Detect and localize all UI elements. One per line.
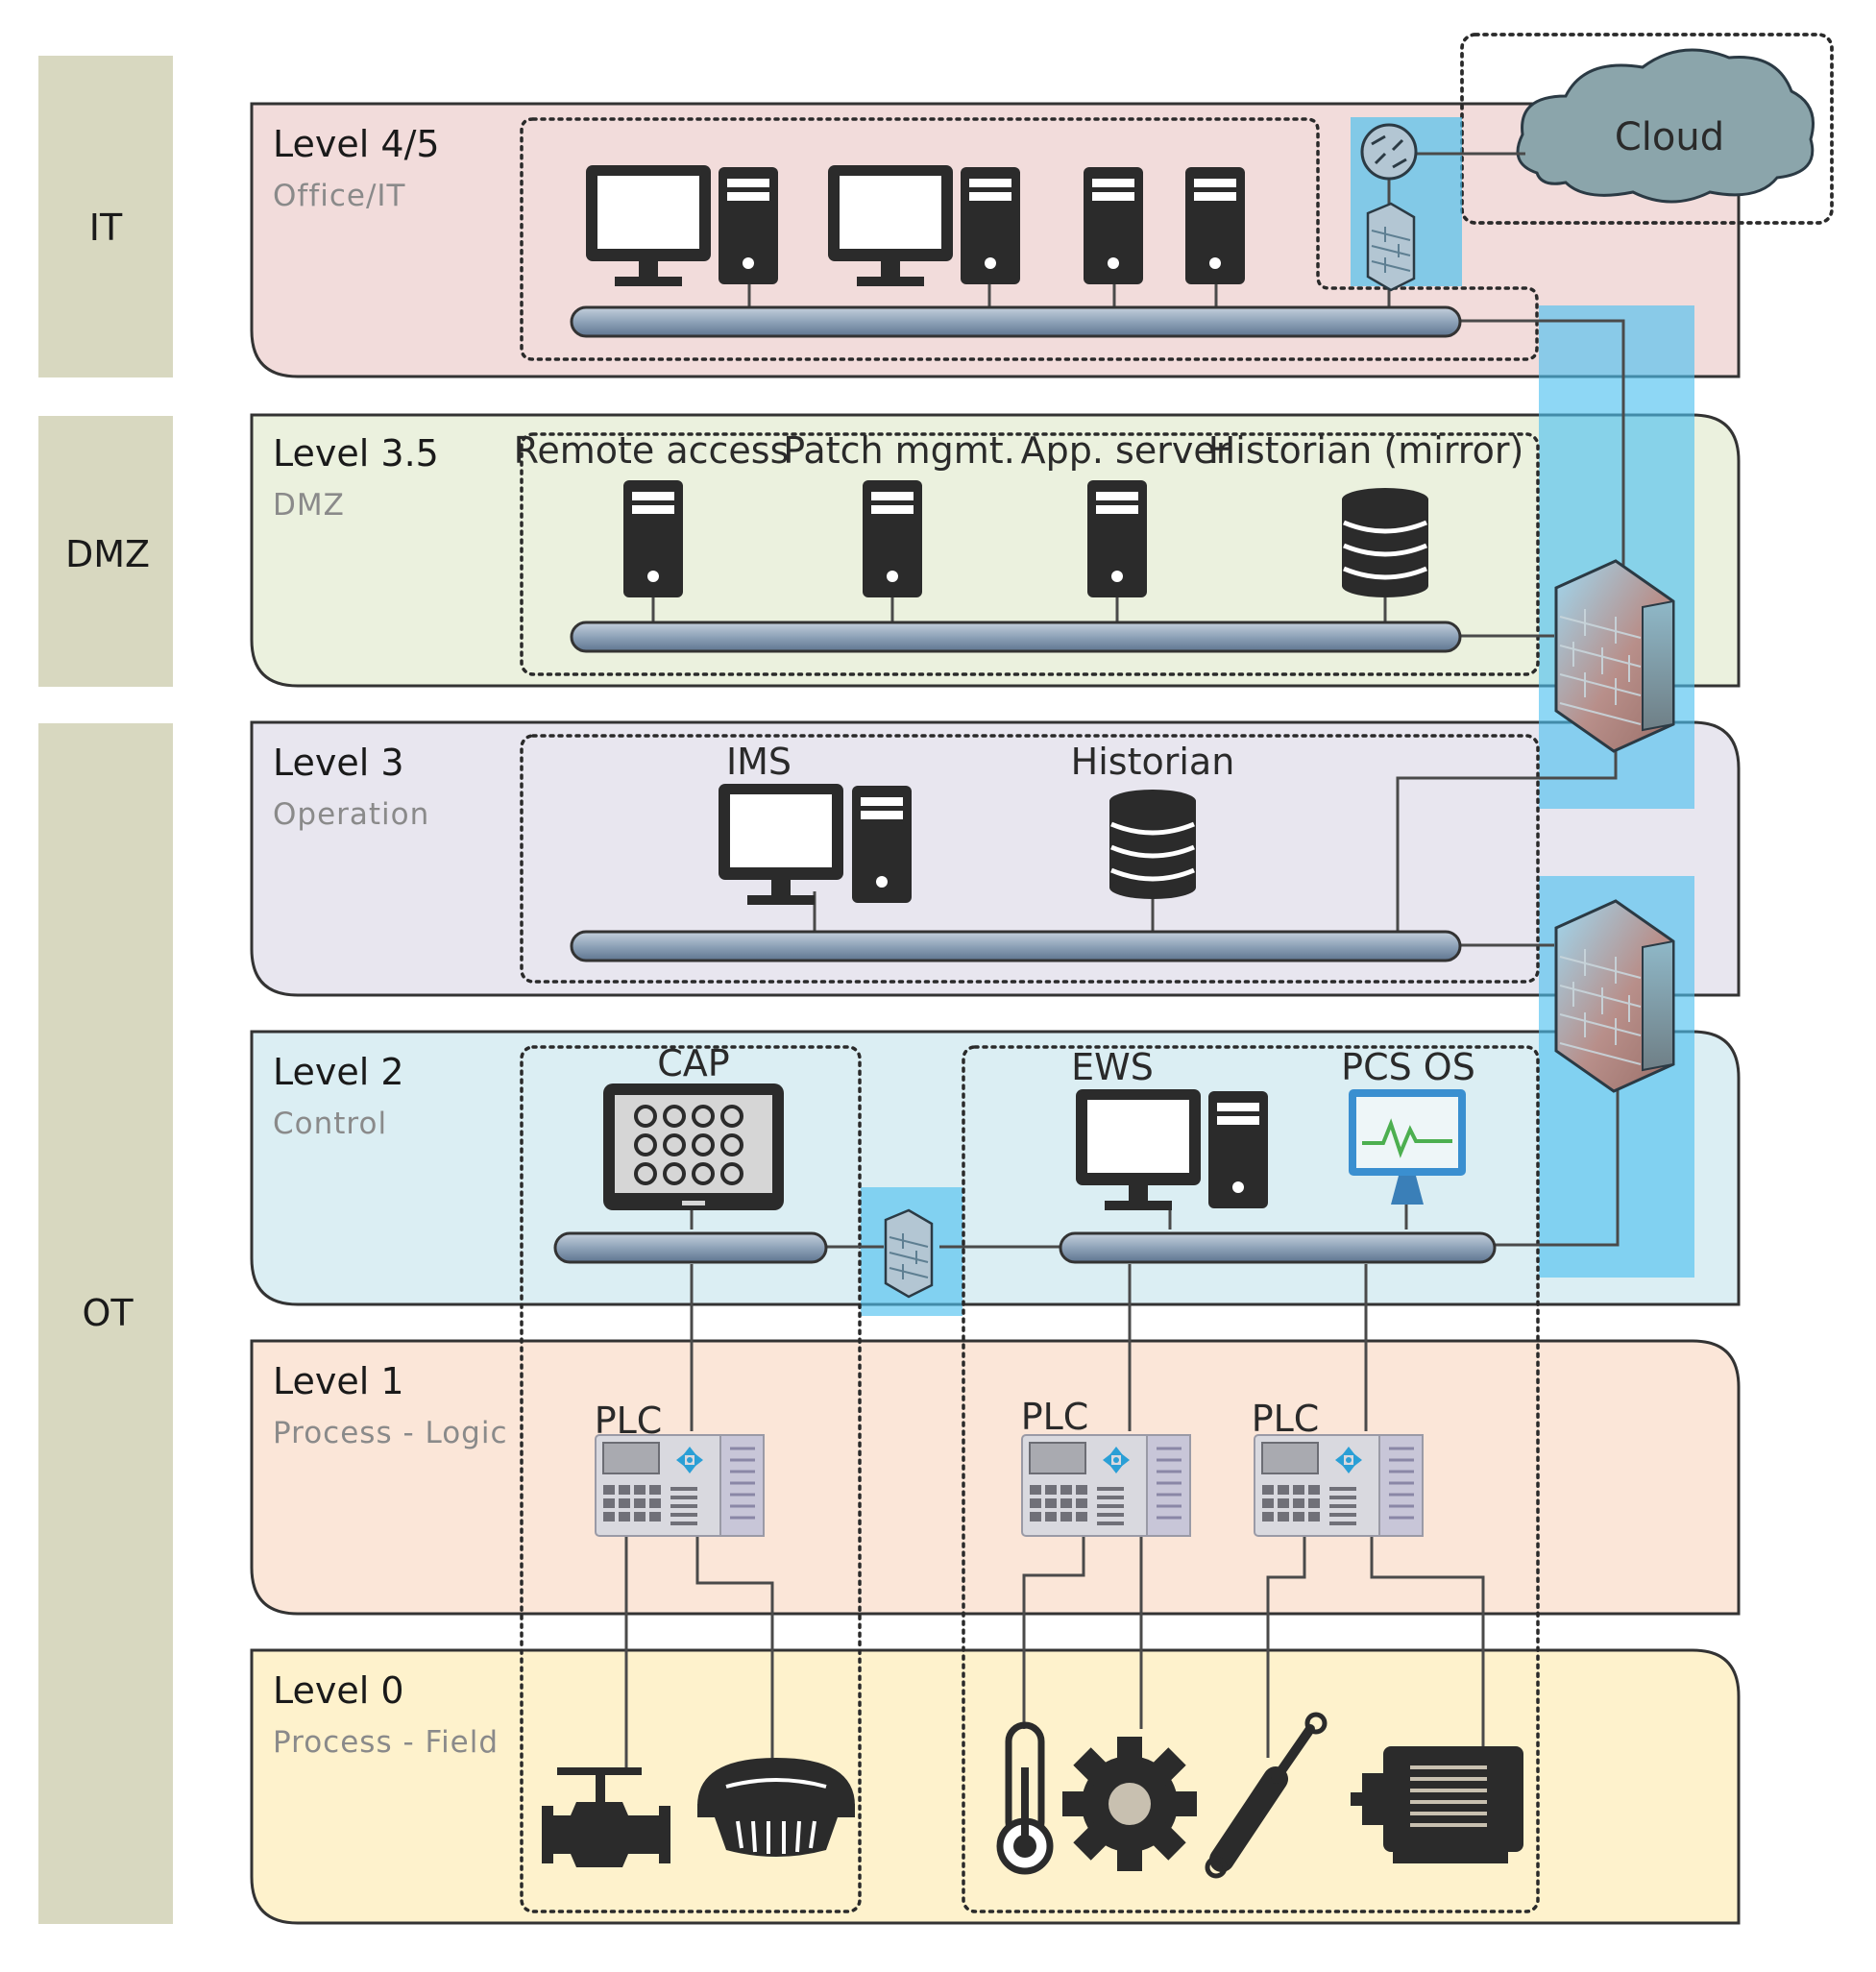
office-network-group xyxy=(520,117,1539,361)
database-icon xyxy=(1342,488,1428,597)
hmi-monitor-icon xyxy=(1349,1089,1466,1205)
zone-bar-ot: OT xyxy=(38,723,173,1924)
device-label: IMS xyxy=(726,741,792,783)
plc-label: PLC xyxy=(1021,1396,1089,1438)
zone-bar-dmz: DMZ xyxy=(38,416,173,687)
device-label: PCS OS xyxy=(1341,1046,1475,1088)
zone-label-dmz: DMZ xyxy=(65,533,150,575)
level-subtitle: Control xyxy=(273,1107,387,1141)
level-band-1 xyxy=(250,1339,1741,1616)
valve-icon xyxy=(542,1767,670,1867)
network-links xyxy=(624,152,1625,1806)
level-subtitle: Process - Logic xyxy=(273,1416,508,1450)
process-control-group xyxy=(962,1045,1540,1913)
level-title: Level 0 xyxy=(273,1669,404,1712)
server-label: Historian (mirror) xyxy=(1208,429,1524,472)
tower-server-icon xyxy=(1208,1091,1268,1208)
level-title: Level 4/5 xyxy=(273,123,440,165)
router-icon xyxy=(1360,123,1418,181)
plc-icon xyxy=(1020,1433,1192,1538)
smoke-detector-icon xyxy=(697,1758,855,1857)
cloud-label: Cloud xyxy=(1615,115,1724,159)
operation-network-group xyxy=(520,734,1540,984)
tower-server-icon xyxy=(863,480,922,597)
firewall-icon xyxy=(1554,559,1675,753)
cloud-icon xyxy=(1516,48,1815,204)
level-band-3-5 xyxy=(250,413,1741,688)
level-subtitle: Operation xyxy=(273,797,429,832)
tower-server-icon xyxy=(623,480,683,597)
tower-server-icon xyxy=(852,786,912,903)
motor-icon xyxy=(1351,1746,1523,1863)
zone-label-ot: OT xyxy=(82,1292,134,1334)
zone-label-it: IT xyxy=(89,207,123,249)
level-subtitle: Office/IT xyxy=(273,179,406,213)
plc-label: PLC xyxy=(1252,1398,1320,1440)
gear-icon xyxy=(1062,1737,1197,1871)
firewall-icon xyxy=(1554,899,1675,1093)
server-label: Patch mgmt. xyxy=(783,429,1015,472)
firewall-icon xyxy=(1366,202,1416,292)
dmz-network-group xyxy=(520,432,1540,676)
level-title: Level 3.5 xyxy=(273,432,439,475)
plc-icon xyxy=(1253,1433,1425,1538)
level-labels: Level 4/5 Office/IT Level 3.5 DMZ Level … xyxy=(273,123,508,1760)
thermometer-icon xyxy=(996,1721,1054,1875)
zone-bar-it: IT xyxy=(38,56,173,377)
tower-server-icon xyxy=(1185,167,1245,284)
device-label: EWS xyxy=(1071,1046,1154,1088)
tower-server-icon xyxy=(719,167,778,284)
network-buses xyxy=(553,305,1497,1264)
database-icon xyxy=(1109,790,1196,899)
tower-server-icon xyxy=(961,167,1020,284)
tower-server-icon xyxy=(1087,480,1147,597)
plc-icon xyxy=(594,1433,766,1538)
touch-panel-icon xyxy=(603,1083,784,1210)
level-band-3 xyxy=(250,720,1741,997)
tower-server-icon xyxy=(1084,167,1143,284)
level-subtitle: Process - Field xyxy=(273,1725,499,1760)
dmz-server-labels: Remote access Patch mgmt. App. server Hi… xyxy=(514,429,1524,472)
actuator-icon xyxy=(1205,1712,1328,1879)
firewall-icon xyxy=(884,1208,934,1299)
safety-system-group xyxy=(520,1045,862,1913)
level-band-2 xyxy=(250,1030,1741,1306)
device-label: CAP xyxy=(657,1042,729,1084)
server-label: Remote access xyxy=(514,429,790,472)
level-title: Level 3 xyxy=(273,742,404,784)
server-label: App. server xyxy=(1021,429,1231,472)
device-label: Historian xyxy=(1071,741,1235,783)
level-title: Level 2 xyxy=(273,1051,404,1093)
level-subtitle: DMZ xyxy=(273,488,345,523)
level-title: Level 1 xyxy=(273,1360,404,1402)
